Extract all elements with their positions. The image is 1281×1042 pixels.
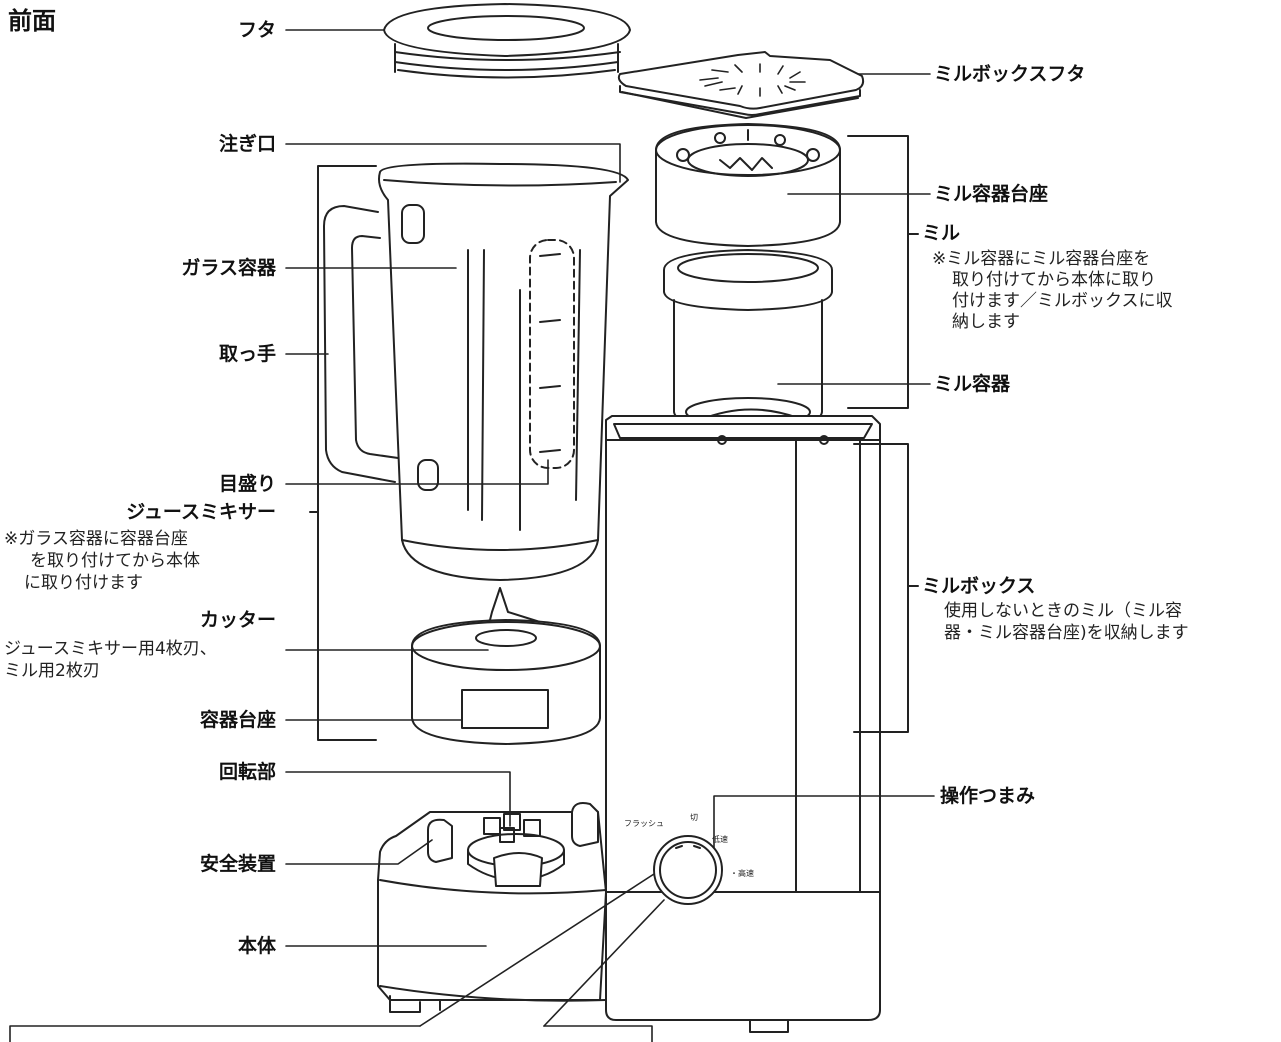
juice-mixer-note-2: を取り付けてから本体 [30, 551, 200, 571]
mill-box-note-1: 使用しないときのミル（ミル容 [944, 601, 1182, 621]
knob-mark-off: 切 [690, 813, 698, 822]
mill-note-3: 付けます／ミルボックスに収 [952, 291, 1173, 311]
leader-rotating [285, 771, 511, 827]
label-container-base: 容器台座 [199, 709, 276, 731]
mill-note-4: 納します [952, 312, 1020, 332]
label-handle: 取っ手 [218, 343, 276, 365]
label-spout: 注ぎ口 [218, 133, 276, 155]
label-glass-container: ガラス容器 [181, 257, 276, 279]
label-mill: ミル [922, 222, 961, 244]
mill-container-illustration [663, 249, 833, 431]
juice-mixer-note-1: ※ガラス容器に容器台座 [4, 529, 188, 549]
cutter-and-container-base-illustration [411, 587, 601, 745]
mill-note-2: 取り付けてから本体に取り [952, 270, 1156, 290]
label-cutter: カッター [199, 609, 276, 631]
label-juice-mixer: ジュースミキサー [126, 501, 276, 523]
leader-knob [713, 795, 935, 849]
knob-mark-low: 低速 [712, 835, 728, 844]
juice-mixer-bracket [309, 165, 377, 741]
mill-note-1: ※ミル容器にミル容器台座を [932, 249, 1151, 269]
leader-scale [285, 459, 549, 485]
label-mill-base: ミル容器台座 [934, 183, 1049, 205]
callout-box [9, 1025, 653, 1042]
juice-mixer-note-3: に取り付けます [24, 573, 143, 593]
label-mill-box-lid: ミルボックスフタ [934, 63, 1086, 85]
mill-box-bracket [853, 443, 919, 733]
cutter-note-1: ジュースミキサー用4枚刃、 [4, 639, 217, 659]
mill-box-lid-illustration [617, 51, 865, 119]
mill-box-note-2: 器・ミル容器台座)を収納します [944, 623, 1189, 643]
label-control-knob: 操作つまみ [940, 785, 1036, 807]
glass-container-illustration [323, 162, 629, 581]
label-mill-container: ミル容器 [934, 373, 1011, 395]
leader-spout [285, 143, 621, 183]
mill-base-illustration [655, 123, 841, 247]
knob-mark-flash: フラッシュ [624, 819, 664, 828]
label-rotating-part: 回転部 [218, 761, 276, 783]
label-lid: フタ [237, 19, 276, 41]
leader-safety [285, 839, 433, 865]
label-mill-box: ミルボックス [922, 575, 1036, 597]
label-safety-device: 安全装置 [199, 853, 276, 875]
label-main-body: 本体 [237, 935, 276, 957]
cutter-note-2: ミル用2枚刃 [4, 661, 100, 681]
page-title: 前面 [8, 7, 56, 35]
main-body-illustration [377, 802, 881, 1033]
lid-illustration [383, 3, 631, 79]
label-scale: 目盛り [218, 473, 276, 495]
knob-mark-high: ・高速 [730, 869, 754, 878]
mill-bracket [847, 135, 919, 409]
